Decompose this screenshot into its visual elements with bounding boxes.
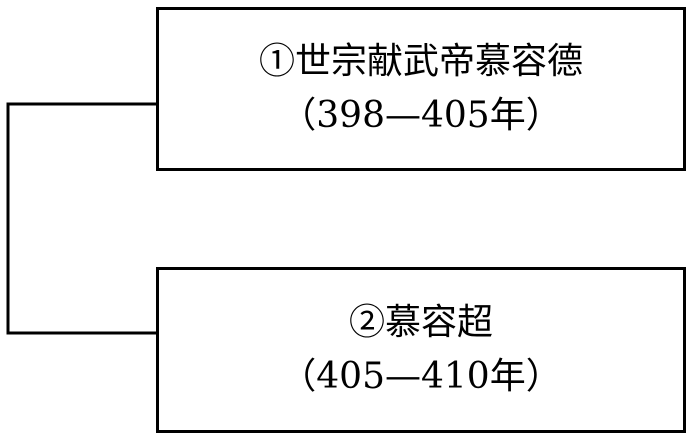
ruler-2-title: ②慕容超	[348, 302, 493, 343]
ruler-1-title: ①世宗献武帝慕容德	[258, 41, 583, 82]
connector-line	[6, 102, 156, 335]
ruler-2-years: （405—410年）	[280, 356, 562, 397]
ruler-box-2: ②慕容超 （405—410年）	[156, 267, 686, 433]
ruler-box-1: ①世宗献武帝慕容德 （398—405年）	[156, 7, 686, 171]
ruler-1-years: （398—405年）	[280, 95, 562, 136]
